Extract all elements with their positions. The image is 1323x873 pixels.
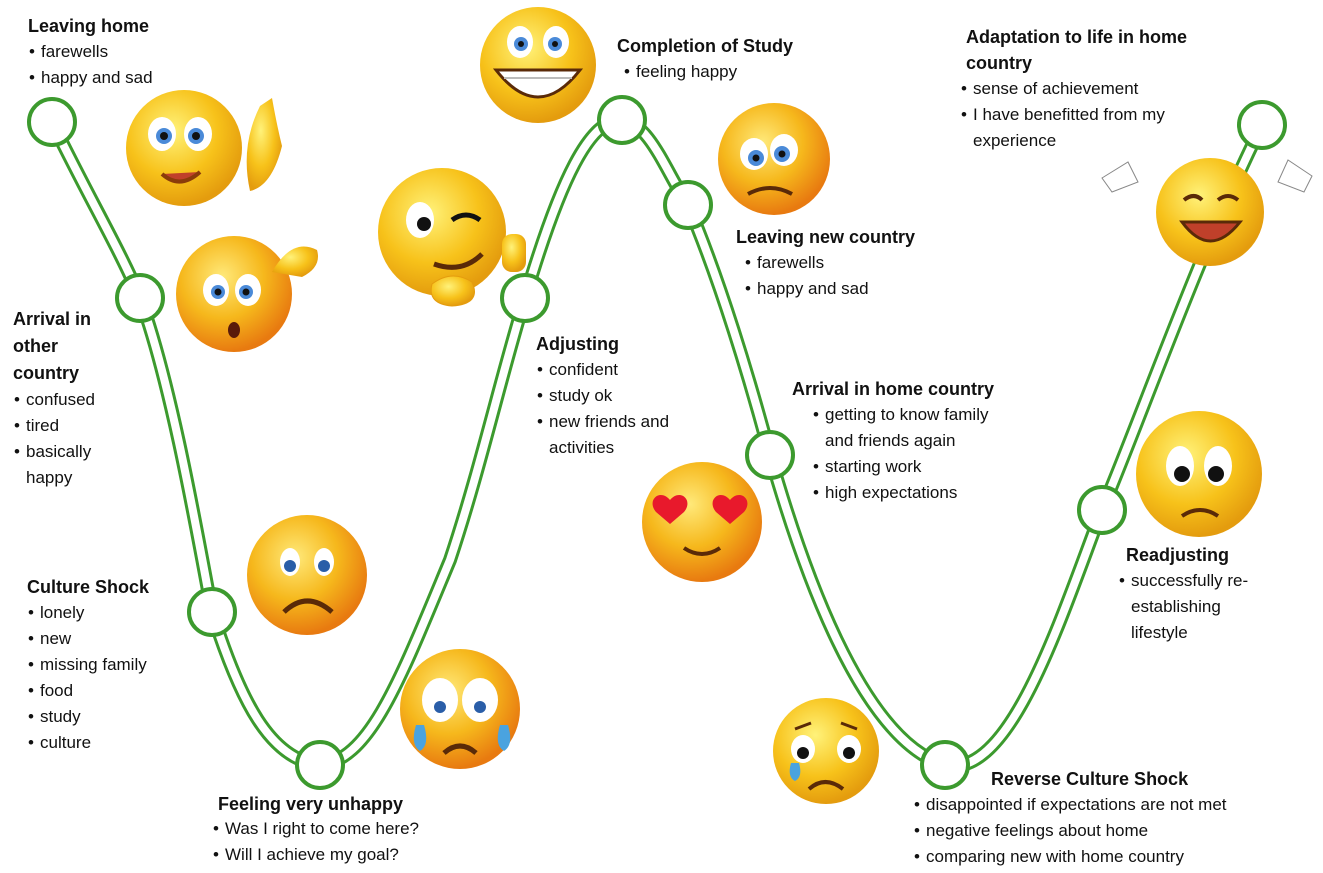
stage-node-9 [920,740,970,790]
stage-title: Feeling very unhappy [218,794,404,814]
stage-point: happy and sad [28,65,248,91]
stage-title: Adaptation to life in home country [966,27,1187,73]
stage-point: comparing new with home country [913,844,1318,870]
stage-point: getting to know family and friends again [812,402,1002,454]
stage-adaptation-home-country: Adaptation to life in home country sense… [960,24,1245,154]
stage-arrival-other-country: Arrival in other country confused tired … [13,306,123,491]
stage-node-7 [663,180,713,230]
stage-title: Reverse Culture Shock [991,769,1189,789]
stage-point: study [27,704,227,730]
stage-point: I have benefitted from my experience [960,102,1190,154]
stage-point: sense of achievement [960,76,1190,102]
stage-point: Will I achieve my goal? [212,842,518,868]
stage-title: Culture Shock [27,577,150,597]
stage-arrival-home-country: Arrival in home country getting to know … [792,376,1062,506]
grinning-emoji [480,7,596,123]
stage-node-2 [115,273,165,323]
stage-node-1 [27,97,77,147]
heart-eyes-emoji [642,462,762,582]
stage-point: happy and sad [744,276,976,302]
teary-emoji [718,103,830,215]
worried-emoji [1136,411,1262,537]
stage-point: food [27,678,227,704]
laughing-emoji [1101,158,1313,266]
stage-leaving-new-country: Leaving new country farewells happy and … [736,224,976,302]
stage-point: tired [13,413,123,439]
stage-point: confident [536,357,686,383]
stage-point: farewells [744,250,976,276]
stage-node-8 [745,430,795,480]
stage-nodes [27,95,1287,790]
stage-point: study ok [536,383,686,409]
sad-emoji [247,515,367,635]
stage-title: Adjusting [536,334,619,354]
stage-reverse-culture-shock: Reverse Culture Shock disappointed if ex… [913,766,1318,870]
waving-emoji [126,90,282,206]
stage-node-11 [1237,100,1287,150]
stage-point: new [27,626,227,652]
confused-emoji [176,236,318,352]
stage-point: disappointed if expectations are not met [913,792,1318,818]
crying-emoji [400,649,520,769]
stage-adjusting: Adjusting confident study ok new friends… [536,331,686,461]
stage-point: confused [13,387,123,413]
stage-point: new friends and activities [536,409,686,461]
stage-node-10 [1077,485,1127,535]
stage-title: Completion of Study [617,36,793,56]
stage-point: Was I right to come here? [212,816,518,842]
stage-readjusting: Readjusting successfully re-establishing… [1118,542,1298,646]
stage-point: feeling happy [623,59,877,85]
stage-title: Leaving home [28,16,150,36]
stage-culture-shock: Culture Shock lonely new missing family … [27,574,227,756]
stage-leaving-home: Leaving home farewells happy and sad [28,13,248,91]
stage-title: Leaving new country [736,227,916,247]
stage-node-5 [500,273,550,323]
stage-point: starting work [812,454,1002,480]
stage-point: lonely [27,600,227,626]
winking-emoji [378,168,526,307]
stage-point: high expectations [812,480,1002,506]
stage-title: Readjusting [1126,545,1230,565]
stage-point: negative feelings about home [913,818,1318,844]
stage-node-4 [295,740,345,790]
stage-point: successfully re-establishing lifestyle [1118,568,1268,646]
stage-point: culture [27,730,227,756]
stage-point: farewells [28,39,248,65]
stage-title: Arrival in other country [13,309,92,383]
stage-feeling-very-unhappy: Feeling very unhappy Was I right to come… [213,792,518,868]
stage-title: Arrival in home country [792,379,995,399]
sobbing-emoji [773,698,879,804]
stage-point: missing family [27,652,227,678]
stage-point: basically happy [13,439,123,491]
stage-completion-of-study: Completion of Study feeling happy [617,33,877,85]
stage-node-6 [597,95,647,145]
